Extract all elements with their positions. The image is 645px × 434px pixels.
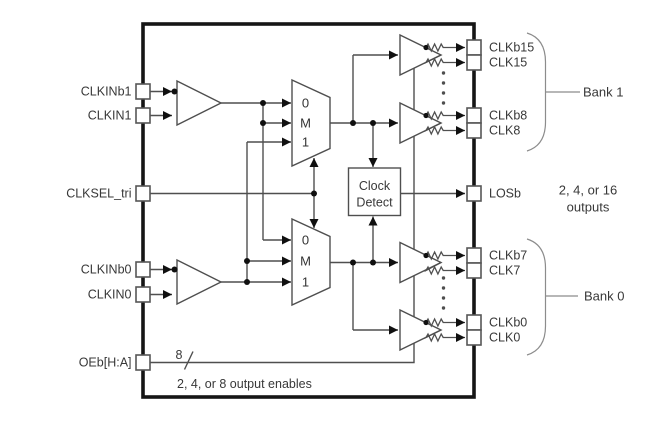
- blocks: [176, 33, 443, 352]
- resistor-clkb7: [425, 250, 465, 261]
- clock-detect-label-2: Detect: [356, 196, 393, 210]
- oe-bus-width-label: 8: [176, 348, 183, 362]
- pin-label-clk7: CLK7: [489, 264, 520, 278]
- pad-clk8: [466, 122, 482, 139]
- mux-bottom: [291, 217, 331, 307]
- pad-clksel-tri: [135, 185, 151, 202]
- pad-clk15: [466, 54, 482, 71]
- junction: [244, 258, 250, 264]
- pin-label-clkinb0: CLKINb0: [81, 263, 132, 277]
- resistor-clk7: [424, 261, 465, 276]
- pin-label-oeb: OEb[H:A]: [79, 356, 132, 370]
- bank0-label: Bank 0: [584, 289, 624, 304]
- pin-label-clkb7: CLKb7: [489, 249, 527, 263]
- junction-dots: [171, 44, 429, 326]
- junction: [423, 252, 429, 259]
- output-resistors: [424, 42, 465, 343]
- resistor-clkb8: [425, 110, 465, 121]
- input-buffer-1: [176, 79, 223, 127]
- input-buffer-0: [176, 258, 223, 306]
- output-buffer-clk15: [399, 33, 443, 77]
- pin-label-clkb0: CLKb0: [489, 316, 527, 330]
- pin-label-losb: LOSb: [489, 187, 521, 201]
- ellipsis-dot: [441, 81, 446, 85]
- junction: [370, 259, 376, 266]
- pin-label-clksel-tri: CLKSEL_tri: [66, 187, 131, 201]
- pad-clk7: [466, 262, 482, 279]
- ellipsis-dot: [441, 296, 446, 300]
- output-buffer-clk8: [399, 101, 443, 145]
- resistor-clkb0: [425, 317, 465, 328]
- bank0-brace: [526, 238, 547, 356]
- ellipsis-bank0: [441, 276, 446, 310]
- pads: [135, 39, 482, 371]
- outputs-note-line1: 2, 4, or 16: [559, 183, 618, 198]
- mux-top-label-0: 0: [302, 96, 309, 111]
- mux-top: [291, 78, 331, 168]
- junction: [370, 120, 376, 126]
- pad-clkin1: [135, 107, 151, 124]
- pad-clkb15: [466, 39, 482, 56]
- ellipsis-dot: [441, 306, 446, 310]
- mux-bottom-label-0: 0: [302, 233, 309, 248]
- pin-label-clkb15: CLKb15: [489, 41, 534, 55]
- oe-enable-rail: [150, 66, 415, 364]
- resistor-clk0: [424, 329, 465, 343]
- ellipsis-dot: [441, 71, 446, 75]
- resistor-clkb15: [425, 42, 465, 53]
- pad-oeb: [135, 354, 151, 371]
- clock-detect-label-1: Clock: [359, 179, 391, 193]
- pad-clkin0: [135, 286, 151, 303]
- ellipsis-dot: [441, 276, 446, 280]
- enables-note: 2, 4, or 8 output enables: [177, 377, 312, 391]
- pad-clk0: [466, 329, 482, 346]
- output-buffer-clk0: [399, 308, 443, 352]
- junction: [423, 319, 429, 326]
- junction: [423, 44, 429, 51]
- resistor-clk15: [424, 54, 465, 68]
- pad-clkinb1: [135, 83, 151, 100]
- bank1-label: Bank 1: [583, 85, 623, 100]
- pad-clkinb0: [135, 261, 151, 278]
- pin-label-clkinb1: CLKINb1: [81, 85, 132, 99]
- junction: [260, 100, 266, 106]
- oe-bus-slash: [183, 351, 194, 370]
- pin-label-clkin0: CLKIN0: [88, 288, 132, 302]
- junction: [423, 112, 429, 119]
- pin-label-clkb8: CLKb8: [489, 109, 527, 123]
- bank-braces: [526, 32, 580, 356]
- resistor-clk8: [424, 122, 465, 136]
- pad-clkb8: [466, 107, 482, 124]
- pin-label-clk15: CLK15: [489, 56, 527, 70]
- junction: [171, 266, 178, 273]
- labels: CLKINb1 CLKIN1 CLKSEL_tri CLKINb0 CLKIN0…: [66, 41, 624, 392]
- pad-clkb0: [466, 314, 482, 331]
- mux-top-label-m: M: [300, 116, 311, 131]
- clock-detect-block: [347, 167, 402, 217]
- pin-label-clk8: CLK8: [489, 124, 520, 138]
- outputs-note-line2: outputs: [567, 200, 610, 215]
- ellipsis-dot: [441, 91, 446, 95]
- ellipsis-dot: [441, 286, 446, 290]
- pin-label-clkin1: CLKIN1: [88, 109, 132, 123]
- mux-bottom-label-1: 1: [302, 275, 309, 290]
- chip-outline: [141, 22, 476, 399]
- junction: [350, 120, 356, 126]
- mux-bottom-label-m: M: [300, 254, 311, 269]
- ellipsis-dot: [441, 101, 446, 105]
- pin-label-clk0: CLK0: [489, 331, 520, 345]
- mux-top-label-1: 1: [302, 135, 309, 150]
- output-buffer-clk7: [399, 241, 443, 284]
- pad-losb: [466, 185, 482, 202]
- junction: [244, 279, 250, 285]
- junction: [311, 190, 317, 197]
- pad-clkb7: [466, 247, 482, 264]
- junction: [171, 88, 178, 95]
- ellipsis-bank1: [441, 71, 446, 105]
- junction: [260, 120, 266, 126]
- junction: [350, 259, 356, 266]
